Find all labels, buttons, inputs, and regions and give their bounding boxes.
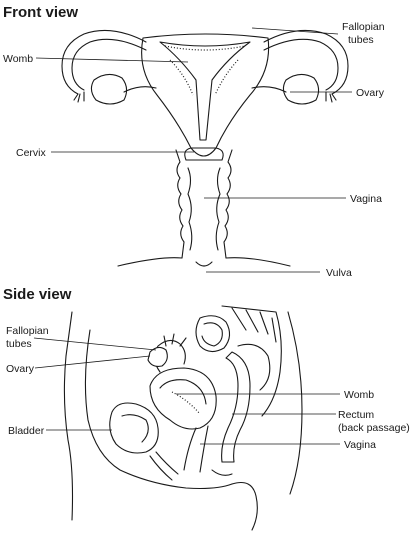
side-vagina <box>183 425 209 473</box>
side-bladder <box>109 402 159 454</box>
side-bladder-label: Bladder <box>8 425 45 437</box>
side-fallopian-label-line2: tubes <box>6 338 32 350</box>
sacrum <box>221 305 282 417</box>
left-ovary <box>90 73 128 105</box>
right-ovary <box>282 73 320 105</box>
front-vagina-label: Vagina <box>350 193 382 205</box>
front-vulva-label: Vulva <box>326 267 352 279</box>
womb-outline <box>141 33 270 149</box>
rectum <box>221 351 251 463</box>
vulva <box>117 257 291 267</box>
side-vagina-label: Vagina <box>344 439 376 451</box>
front-fallopian-label-line1: Fallopian <box>342 21 385 33</box>
front-view-leaders <box>35 27 352 273</box>
body-outline <box>63 311 74 521</box>
side-womb-label: Womb <box>344 389 374 401</box>
vagina-right-wall <box>223 149 233 259</box>
cervix <box>184 147 224 161</box>
side-view-title: Side view <box>3 286 72 303</box>
front-womb-label: Womb <box>3 53 33 65</box>
side-rectum-label-line1: Rectum <box>338 409 374 421</box>
right-fallopian-tube <box>263 29 349 95</box>
front-view-title: Front view <box>3 4 78 21</box>
womb-lining <box>164 45 246 51</box>
front-ovary-label: Ovary <box>356 87 385 99</box>
front-fallopian-label-line2: tubes <box>348 34 374 46</box>
intestine <box>195 315 231 353</box>
side-ovary <box>147 346 168 367</box>
side-view-illustration <box>63 305 303 531</box>
vagina-left-wall <box>175 149 185 259</box>
side-ovary-label: Ovary <box>6 363 35 375</box>
front-view-illustration <box>61 29 349 267</box>
side-rectum-label-line2: (back passage) <box>338 422 410 434</box>
side-view-leaders <box>33 337 340 445</box>
left-fallopian-tube <box>61 29 147 95</box>
front-cervix-label: Cervix <box>16 147 47 159</box>
womb-cavity <box>159 41 251 141</box>
side-fallopian-label-line1: Fallopian <box>6 325 49 337</box>
